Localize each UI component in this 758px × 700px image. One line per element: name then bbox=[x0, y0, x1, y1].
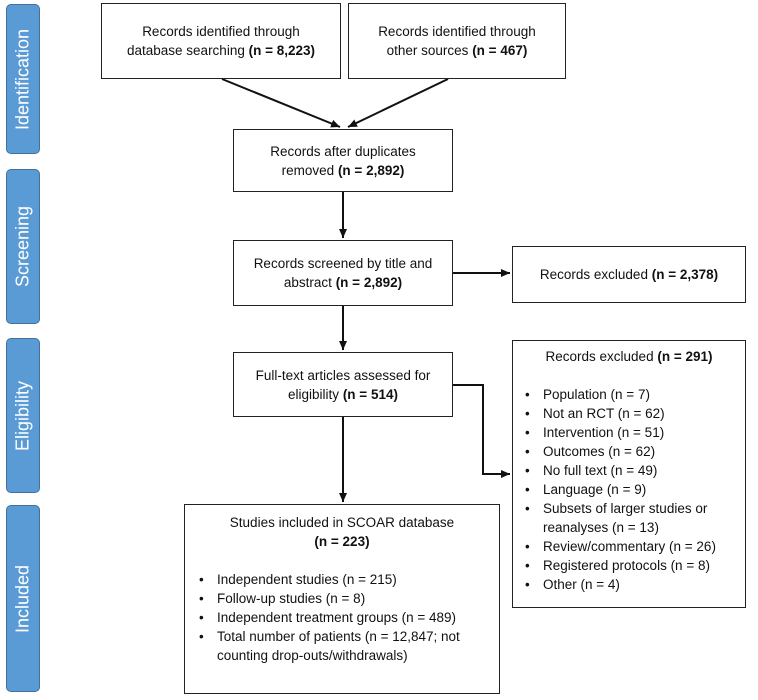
box-records-after-duplicates: Records after duplicates removed (n = 2,… bbox=[233, 129, 453, 192]
box-text: eligibility bbox=[288, 386, 343, 402]
list-item: Other (n = 4) bbox=[523, 575, 735, 594]
box-text-line2: other sources (n = 467) bbox=[387, 41, 528, 60]
list-item: Subsets of larger studies or reanalyses … bbox=[523, 499, 735, 537]
box-records-excluded-eligibility: Records excluded (n = 291) Population (n… bbox=[512, 340, 746, 608]
list-item: No full text (n = 49) bbox=[523, 461, 735, 480]
box-text-line2: abstract (n = 2,892) bbox=[284, 273, 402, 292]
box-heading: Studies included in SCOAR database bbox=[229, 515, 455, 530]
box-text-line1: Records after duplicates bbox=[270, 143, 416, 159]
box-text: Records excluded bbox=[539, 267, 652, 282]
box-text: Records excluded bbox=[545, 349, 658, 364]
exclusion-reason-list: Population (n = 7) Not an RCT (n = 62) I… bbox=[523, 385, 735, 594]
count-text: (n = 8,223) bbox=[248, 43, 315, 58]
box-text-line2: database searching (n = 8,223) bbox=[127, 41, 315, 60]
box-studies-included: Studies included in SCOAR database (n = … bbox=[184, 504, 500, 694]
count-text: (n = 514) bbox=[342, 386, 398, 402]
box-text-line2: removed (n = 2,892) bbox=[282, 161, 405, 180]
box-text-line1: Records screened by title and bbox=[253, 256, 433, 271]
list-item: Total number of patients (n = 12,847; no… bbox=[197, 627, 487, 665]
arrow-fulltext-to-excluded bbox=[453, 384, 510, 478]
box-text: other sources bbox=[386, 43, 473, 58]
box-records-identified-database: Records identified through database sear… bbox=[101, 3, 341, 79]
count-text: (n = 223) bbox=[314, 534, 370, 549]
box-text-line1: Records excluded (n = 2,378) bbox=[540, 265, 718, 284]
box-text: abstract bbox=[283, 275, 336, 290]
list-item: Follow-up studies (n = 8) bbox=[197, 589, 487, 608]
list-item: Independent treatment groups (n = 489) bbox=[197, 608, 487, 627]
count-text: (n = 2,892) bbox=[335, 275, 403, 290]
list-item: Population (n = 7) bbox=[523, 385, 735, 404]
list-item: Outcomes (n = 62) bbox=[523, 442, 735, 461]
box-text-line1: Records identified through bbox=[378, 24, 536, 39]
count-text: (n = 2,892) bbox=[337, 162, 405, 178]
box-heading: Records excluded (n = 291) bbox=[523, 347, 735, 366]
box-text: removed bbox=[281, 162, 338, 178]
list-item: Review/commentary (n = 26) bbox=[523, 537, 735, 556]
included-summary-list: Independent studies (n = 215) Follow-up … bbox=[197, 570, 487, 665]
box-text-line1: Full-text articles assessed for bbox=[255, 367, 431, 383]
list-item: Language (n = 9) bbox=[523, 480, 735, 499]
box-full-text-assessed: Full-text articles assessed for eligibil… bbox=[233, 352, 453, 417]
list-item: Independent studies (n = 215) bbox=[197, 570, 487, 589]
box-text-line2: eligibility (n = 514) bbox=[288, 385, 398, 404]
list-item: Not an RCT (n = 62) bbox=[523, 404, 735, 423]
list-item: Intervention (n = 51) bbox=[523, 423, 735, 442]
count-text: (n = 2,378) bbox=[651, 267, 719, 282]
count-text: (n = 291) bbox=[657, 349, 713, 364]
arrow-other-to-dedup bbox=[347, 78, 449, 128]
box-records-identified-other: Records identified through other sources… bbox=[348, 3, 566, 79]
count-text: (n = 467) bbox=[472, 43, 528, 58]
box-text: database searching bbox=[127, 43, 249, 58]
arrow-db-to-dedup bbox=[221, 78, 341, 128]
box-text-line1: Records identified through bbox=[142, 24, 300, 39]
box-records-excluded-screening: Records excluded (n = 2,378) bbox=[512, 246, 746, 303]
box-records-screened: Records screened by title and abstract (… bbox=[233, 240, 453, 306]
list-item: Registered protocols (n = 8) bbox=[523, 556, 735, 575]
